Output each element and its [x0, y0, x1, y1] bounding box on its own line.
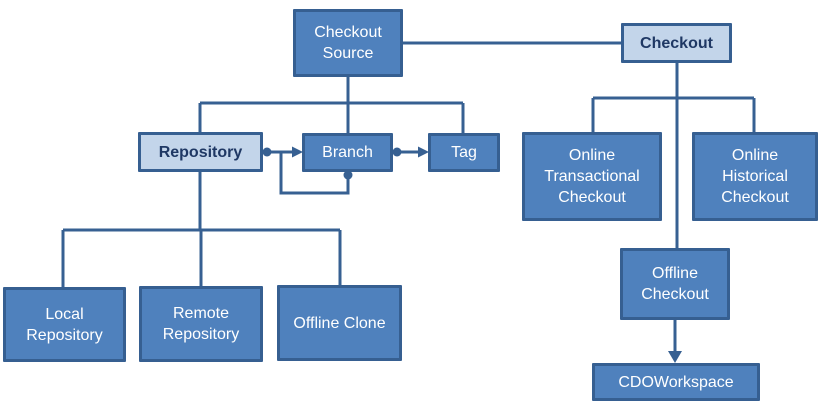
node-repository: Repository	[138, 132, 263, 172]
node-branch: Branch	[302, 133, 393, 172]
node-cdoworkspace: CDOWorkspace	[592, 363, 760, 401]
node-checkout: Checkout	[621, 23, 732, 63]
arrowhead-into-tag	[418, 146, 429, 158]
node-online-transactional-checkout: Online Transactional Checkout	[522, 132, 662, 221]
node-local-repository: Local Repository	[3, 287, 126, 362]
arrowhead-into-cdoworkspace	[668, 351, 682, 363]
edge-branch-self-loop	[279, 152, 350, 195]
dot-repository-end	[262, 147, 272, 157]
edge-source-tree	[198, 77, 465, 133]
dot-branch-bottom	[343, 170, 353, 180]
node-offline-clone: Offline Clone	[277, 285, 402, 361]
dot-branch-right	[392, 147, 402, 157]
node-offline-checkout: Offline Checkout	[620, 248, 730, 320]
edge-repository-tree	[61, 172, 342, 287]
node-checkout-source: Checkout Source	[293, 9, 403, 77]
edge-checkout-tree	[591, 63, 756, 248]
node-tag: Tag	[428, 133, 500, 172]
node-online-historical-checkout: Online Historical Checkout	[692, 132, 818, 221]
node-remote-repository: Remote Repository	[139, 286, 263, 362]
arrowhead-into-branch	[292, 146, 303, 158]
